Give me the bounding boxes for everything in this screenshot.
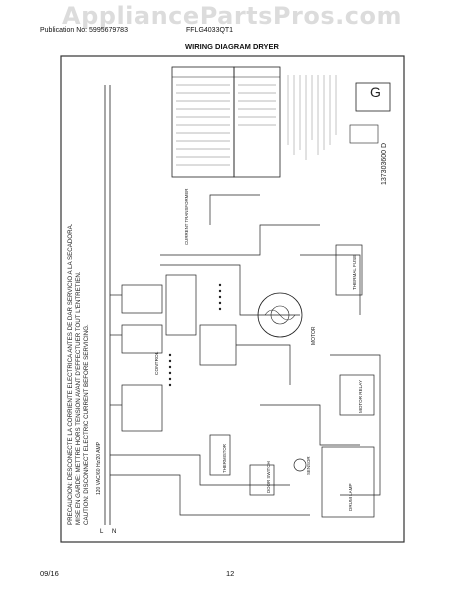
control-board xyxy=(110,274,237,432)
thermistor-label: THERMISTOR xyxy=(222,444,227,473)
thermal-fuse-box xyxy=(335,244,363,296)
part-number: 137303600 D xyxy=(381,143,388,185)
drum-lamp-label: DRUM LAMP xyxy=(348,483,353,511)
wiring-paths xyxy=(110,194,381,516)
page-title: WIRING DIAGRAM DRYER xyxy=(185,42,279,51)
grade-box xyxy=(355,82,391,112)
model-number: FFLG4033QT1 xyxy=(186,27,234,34)
grade-letter: G xyxy=(370,84,381,100)
control-label: CONTROL xyxy=(154,351,160,375)
wire-color-legend xyxy=(171,66,281,178)
sensor-label: SENSOR xyxy=(306,456,311,475)
motor-label: MOTOR xyxy=(311,326,317,345)
caution-fr: MISE EN GARDE: METTRE HORS TENSION AVANT… xyxy=(75,271,82,525)
notes-block xyxy=(287,75,337,160)
sensor-symbol xyxy=(293,458,307,472)
caution-es: PRECAUCION: DESCONECTE LA CORRIENTE ELEC… xyxy=(67,223,74,525)
neutral-label: N xyxy=(112,529,116,535)
thermal-fuse-label: THERMAL FUSE xyxy=(352,255,357,290)
motor-symbol xyxy=(257,292,303,338)
diagram-frame xyxy=(60,55,405,543)
footer-date: 09/16 xyxy=(40,569,59,578)
motor-relay-box xyxy=(339,374,375,416)
wiring-diagram: PRECAUCION: DESCONECTE LA CORRIENTE ELEC… xyxy=(60,55,405,543)
thermistor-box xyxy=(209,434,231,476)
door-switch-box xyxy=(249,464,275,496)
connector-pins xyxy=(168,283,222,387)
supply-label: 120 VAC/60 Hz/20 AMP xyxy=(96,441,102,495)
publication-number: Publication No: 5995679783 xyxy=(40,27,128,34)
watermark: AppliancePartsPros.com xyxy=(62,2,402,30)
drum-lamp-box xyxy=(321,446,375,518)
line-label: L xyxy=(100,529,104,535)
footer-page-number: 12 xyxy=(226,569,235,578)
caution-en: CAUTION: DISCONNECT ELECTRIC CURRENT BEF… xyxy=(83,324,90,525)
ct-label: CURRENT TRANSFORMER xyxy=(184,189,189,245)
door-switch-label: DOOR SWITCH xyxy=(266,461,271,493)
motor-relay-label: MOTOR RELAY xyxy=(358,380,363,413)
note-box xyxy=(349,124,379,144)
